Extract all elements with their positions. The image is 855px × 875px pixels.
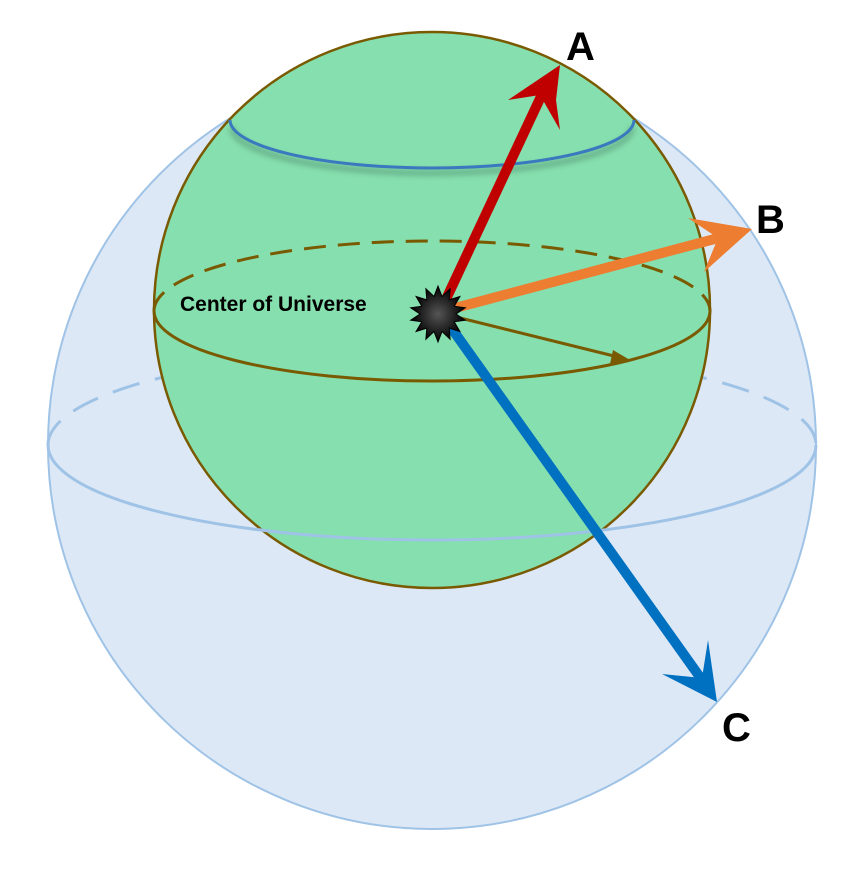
arrow-c-shaft <box>435 309 707 683</box>
starburst-icon <box>409 284 467 344</box>
center-of-universe-label: Center of Universe <box>180 293 367 316</box>
label-c: C <box>722 706 751 750</box>
arrow-c-head <box>662 640 717 702</box>
arrow-b-shaft <box>438 231 728 317</box>
arrow-a-shaft <box>435 87 549 315</box>
arrow-a-head <box>508 65 560 130</box>
inner-equator-back <box>152 239 712 312</box>
outer-equator-front <box>46 444 818 542</box>
label-b: B <box>756 198 785 242</box>
inner-equator-front <box>152 310 712 383</box>
radius-arrow-head <box>610 350 630 364</box>
arrow-b-head <box>688 218 752 272</box>
radius-arrow-line <box>439 311 619 359</box>
label-a: A <box>566 25 595 69</box>
latitude-ring-shadow <box>229 126 635 176</box>
latitude-ring <box>228 119 636 170</box>
